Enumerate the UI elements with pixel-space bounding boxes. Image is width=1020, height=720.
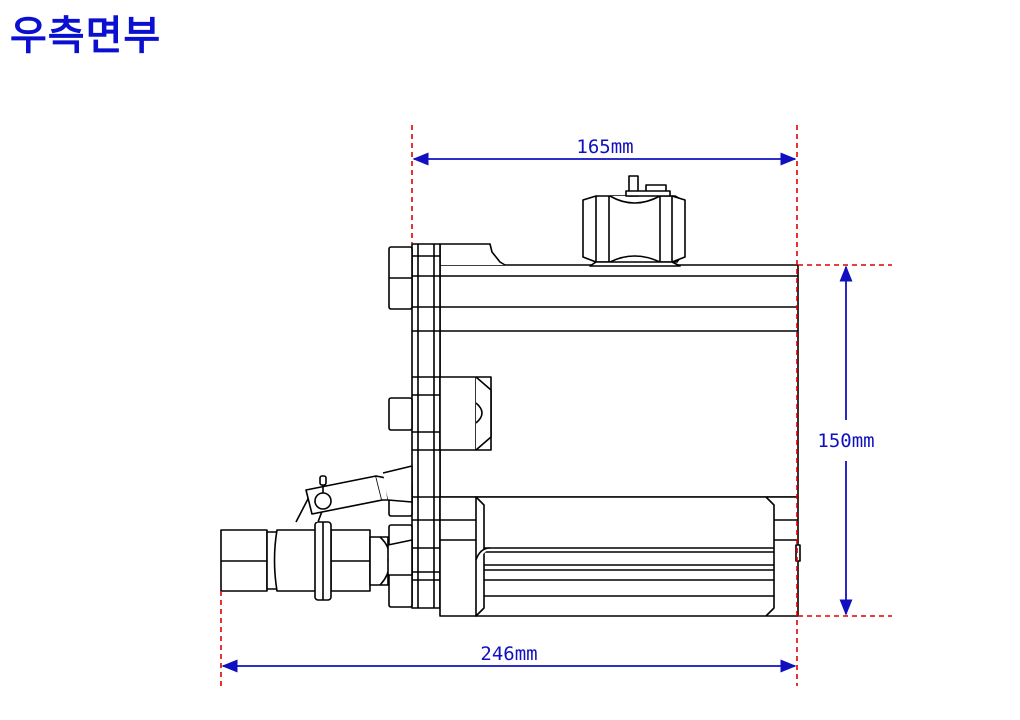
bolt-head-middle bbox=[388, 397, 413, 431]
page-title: 우측면부 bbox=[10, 13, 162, 59]
machine-side-view bbox=[220, 175, 801, 617]
top-lip bbox=[439, 243, 506, 266]
main-body bbox=[439, 264, 799, 498]
dimension-lines bbox=[221, 152, 853, 673]
dimension-label-height: 150mm bbox=[817, 430, 874, 452]
dimension-label-total-width: 246mm bbox=[480, 643, 537, 665]
bottom-housing bbox=[439, 496, 799, 617]
side-valve bbox=[220, 465, 413, 601]
top-valve bbox=[582, 175, 686, 267]
left-flange bbox=[411, 243, 441, 609]
extension-lines bbox=[220, 125, 892, 686]
dimension-label-top-width: 165mm bbox=[576, 136, 633, 158]
